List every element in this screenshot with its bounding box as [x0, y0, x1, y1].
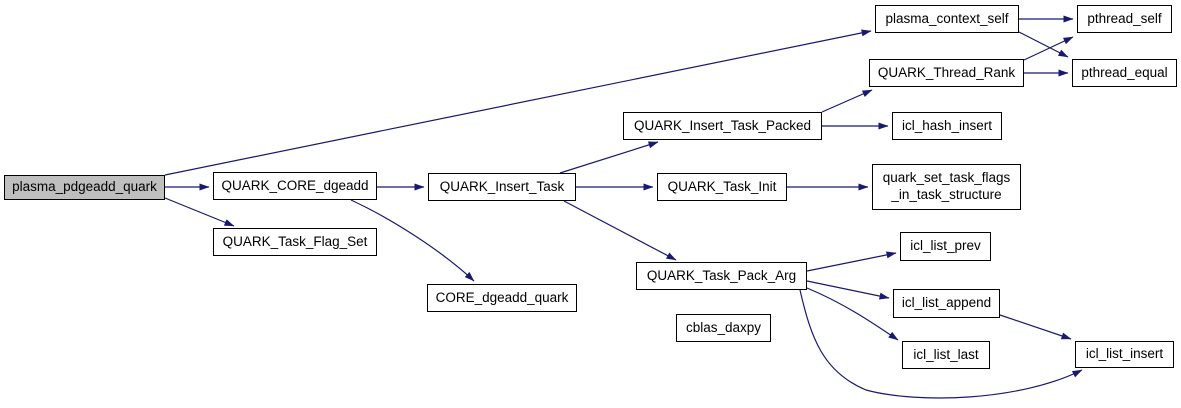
node-pthread-self[interactable]: pthread_self	[1077, 5, 1172, 33]
edge-QUARK-Task-Pack-Arg-to-icl-list-last	[806, 287, 899, 341]
node-QUARK-Task-Pack-Arg[interactable]: QUARK_Task_Pack_Arg	[636, 262, 807, 290]
edge-QUARK-Task-Pack-Arg-to-icl-list-append	[806, 280, 890, 300]
edge-QUARK-Task-Pack-Arg-to-icl-list-insert	[799, 289, 1083, 399]
node-QUARK-Insert-Task[interactable]: QUARK_Insert_Task	[428, 173, 576, 201]
edge-QUARK-Task-Pack-Arg-to-icl-list-prev	[806, 251, 897, 272]
node-icl-list-append[interactable]: icl_list_append	[893, 289, 1000, 318]
edge-plasma-context-self-to-pthread-equal	[1018, 31, 1069, 58]
node-icl-list-last[interactable]: icl_list_last	[902, 341, 990, 369]
node-quark-set-task-flags-in-task-structure[interactable]: quark_set_task_flags _in_task_structure	[872, 164, 1021, 210]
node-CORE-dgeadd-quark[interactable]: CORE_dgeadd_quark	[427, 284, 577, 312]
node-icl-list-insert[interactable]: icl_list_insert	[1075, 341, 1174, 368]
node-pthread-equal[interactable]: pthread_equal	[1072, 59, 1177, 87]
node-QUARK-CORE-dgeadd[interactable]: QUARK_CORE_dgeadd	[213, 172, 377, 200]
node-QUARK-Task-Flag-Set[interactable]: QUARK_Task_Flag_Set	[213, 228, 377, 256]
node-QUARK-Insert-Task-Packed[interactable]: QUARK_Insert_Task_Packed	[623, 112, 822, 140]
edge-QUARK-Insert-Task-to-QUARK-Task-Pack-Arg	[563, 200, 677, 261]
node-icl-hash-insert[interactable]: icl_hash_insert	[892, 112, 1002, 140]
edge-QUARK-Insert-Task-to-QUARK-Insert-Task-Packed	[559, 141, 659, 174]
node-QUARK-Task-Init[interactable]: QUARK_Task_Init	[657, 173, 787, 201]
node-cblas-daxpy[interactable]: cblas_daxpy	[676, 314, 771, 342]
edge-QUARK-Thread-Rank-to-pthread-self	[1023, 36, 1074, 61]
edge-QUARK-Insert-Task-Packed-to-QUARK-Thread-Rank	[821, 89, 873, 113]
edge-QUARK-CORE-dgeadd-to-CORE-dgeadd-quark	[350, 199, 475, 282]
node-plasma-pdgeadd-quark: plasma_pdgeadd_quark	[4, 175, 165, 200]
edge-plasma-pdgeadd-quark-to-QUARK-Task-Flag-Set	[164, 197, 235, 227]
node-plasma-context-self[interactable]: plasma_context_self	[875, 5, 1019, 33]
edge-icl-list-append-to-icl-list-insert	[999, 314, 1072, 340]
node-icl-list-prev[interactable]: icl_list_prev	[900, 232, 991, 261]
edge-plasma-pdgeadd-quark-to-plasma-context-self	[164, 29, 872, 176]
node-QUARK-Thread-Rank[interactable]: QUARK_Thread_Rank	[869, 59, 1024, 87]
